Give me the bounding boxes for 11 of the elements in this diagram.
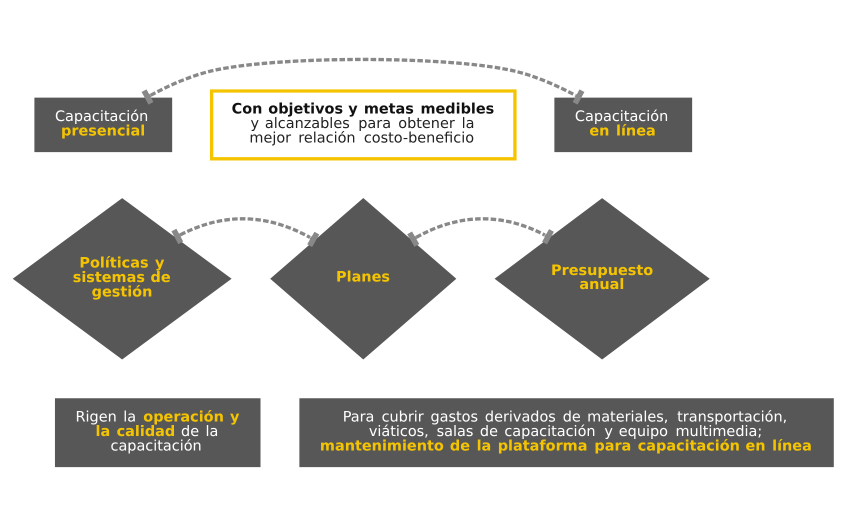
node-box: Para cubrir gastos derivados de materiales, transportación, viáticos, salas de capacitación y equipo multimedia; mantenimiento de la plataforma para capacitación en línea: [298, 398, 834, 468]
node-box: Rigen la operación y la calidad de la capacitación: [54, 398, 260, 468]
node-diamond: Presupuesto anual: [494, 198, 710, 360]
connector: [141, 58, 584, 105]
node-diamond: Planes: [270, 198, 456, 360]
node-box: Capacitación en línea: [554, 98, 692, 152]
connector: [170, 217, 319, 248]
connector: [406, 217, 554, 247]
node-diamond: Políticas y sistemas de gestión: [12, 198, 232, 360]
node-box: Capacitación presencial: [34, 98, 172, 152]
node-box: Con objetivos y metas medibles y alcanzables para obtener la mejor relación costo-beneficio: [209, 89, 516, 160]
